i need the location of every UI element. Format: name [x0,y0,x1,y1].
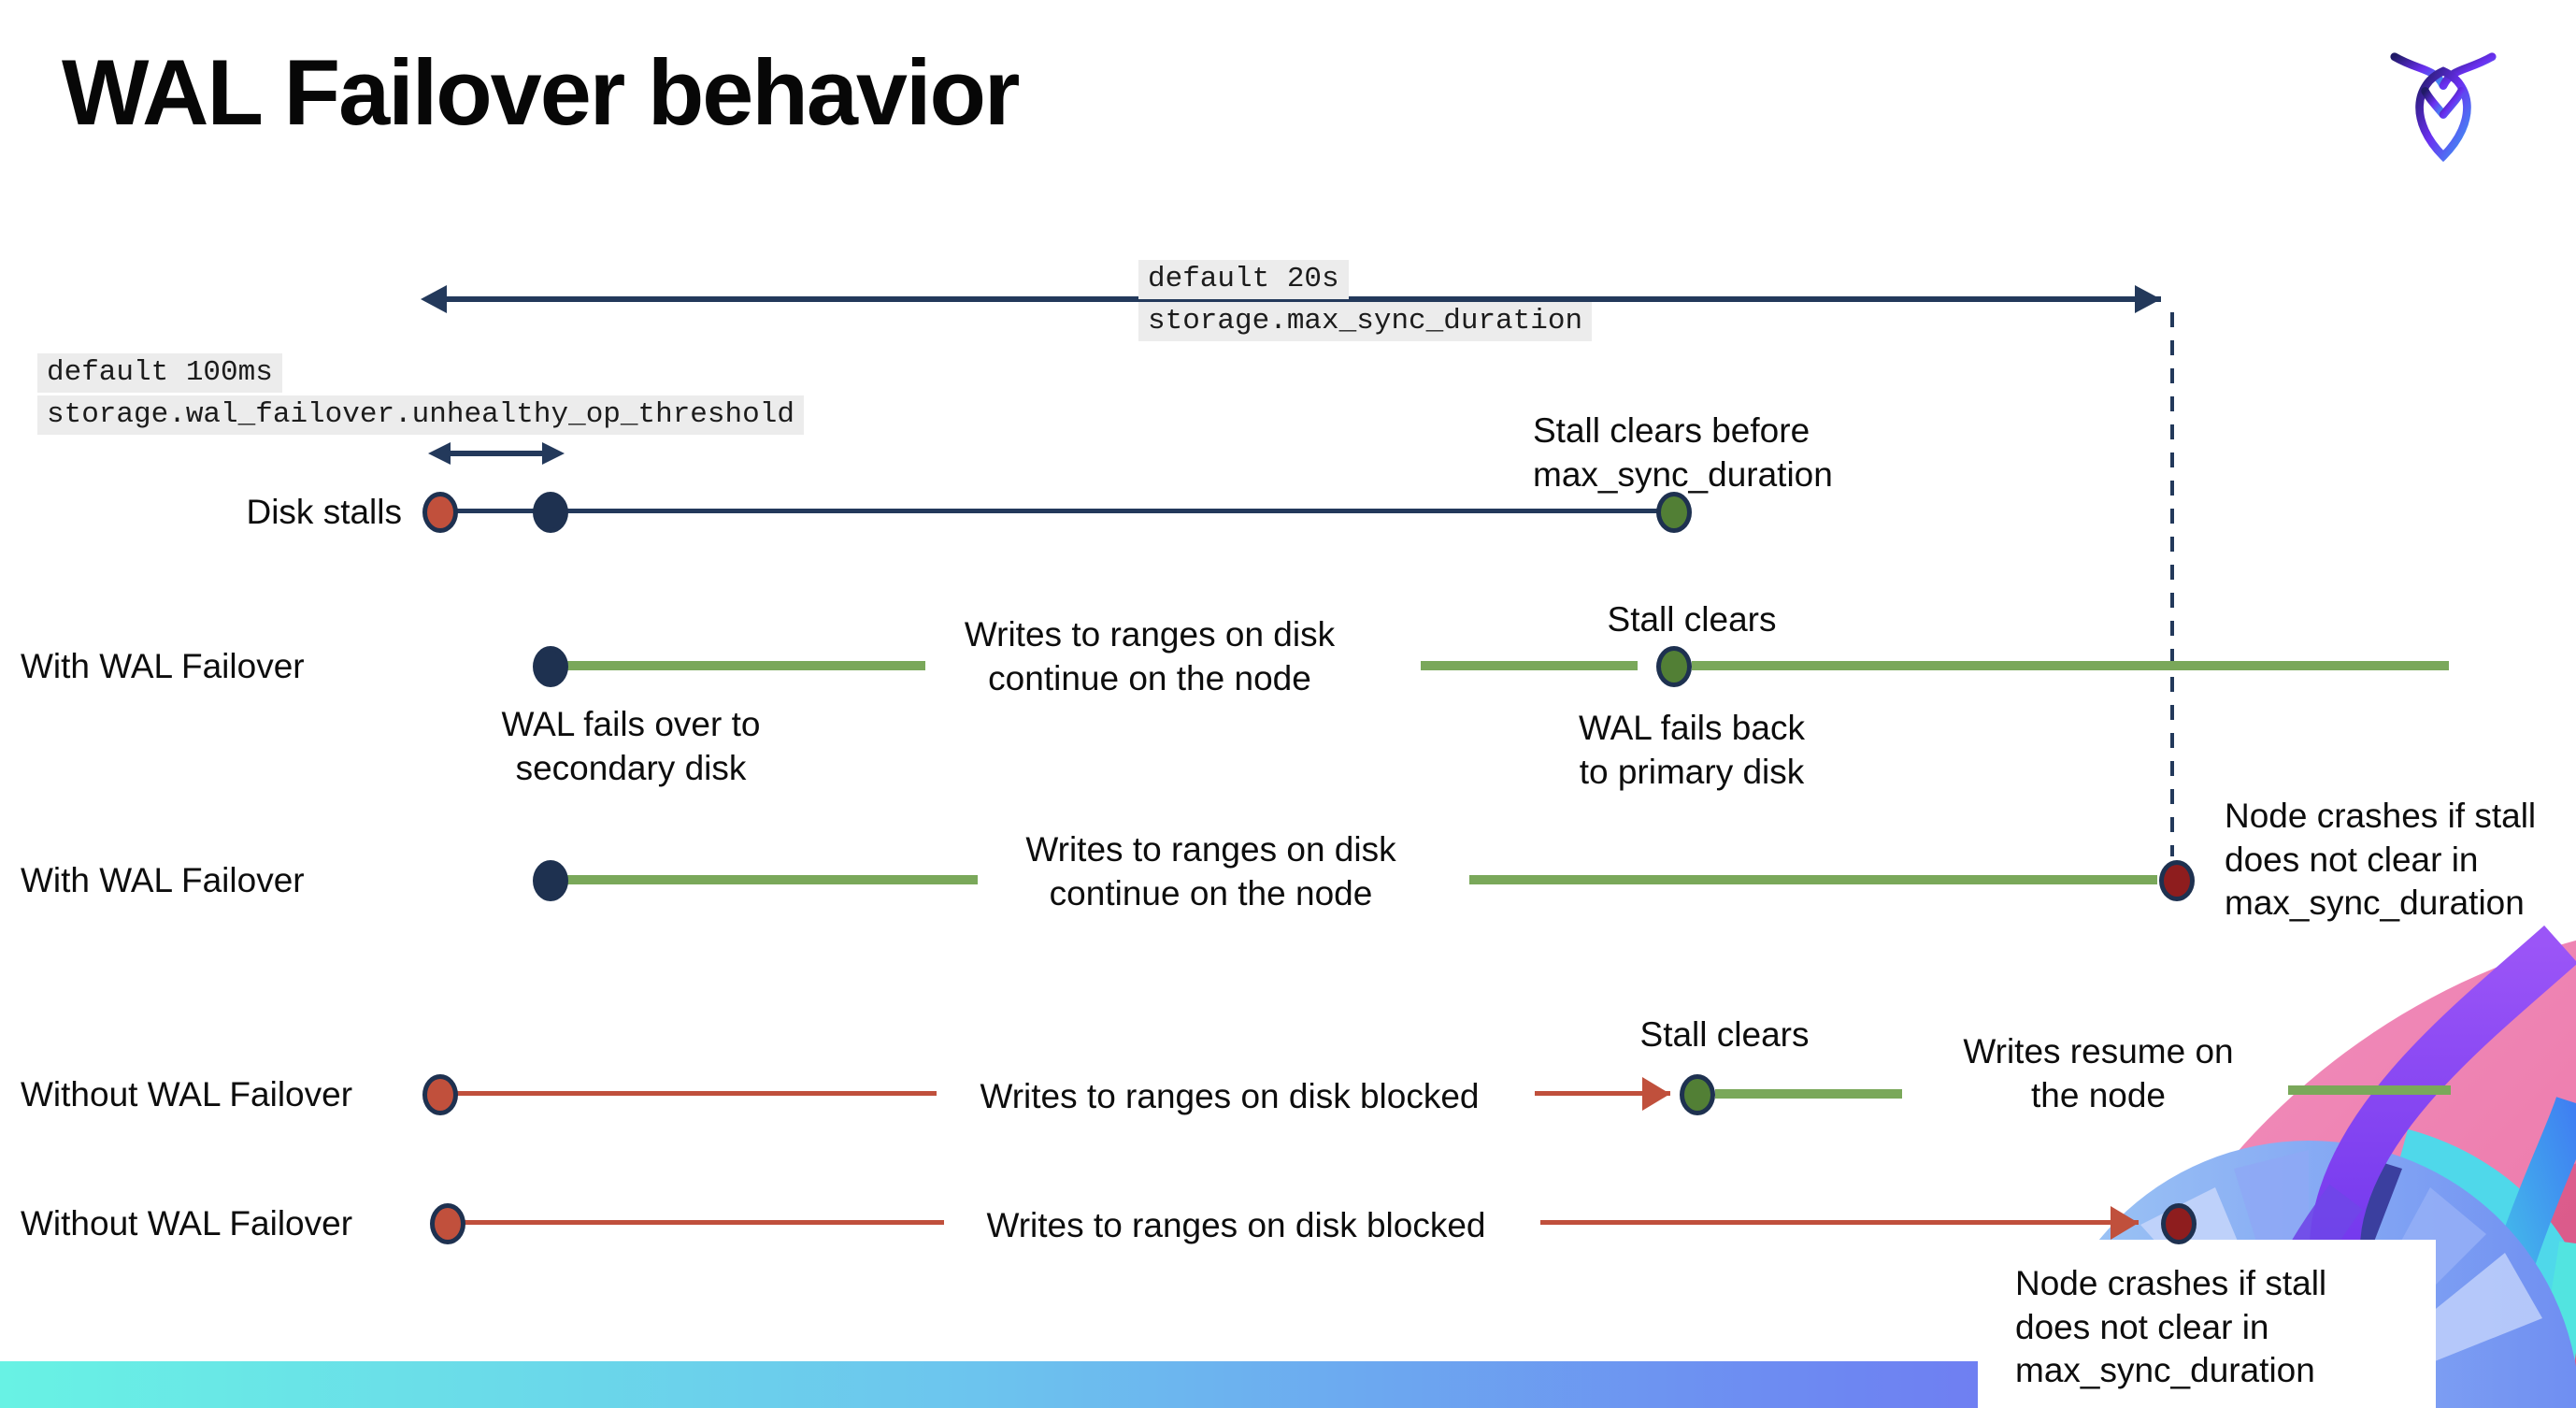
threshold-setting-label: storage.wal_failover.unhealthy_op_thresh… [37,395,804,436]
threshold-default-label: default 100ms [37,353,282,394]
writes-blocked-segment-1b [1535,1091,1670,1096]
disk-stall-dot-nowal-2 [430,1203,465,1244]
disk-stalls-timeline [565,509,1673,513]
writes-resume-segment-a [1715,1089,1902,1099]
stall-clears-before-note: Stall clears before max_sync_duration [1533,411,1833,494]
row-label-with-wal-failover-1: With WAL Failover [21,647,305,685]
stall-clears-dot-nowal [1680,1074,1715,1115]
threshold-arrow-shaft [449,451,542,456]
writes-continue-note-2: Writes to ranges on disk continue on the… [1025,830,1396,912]
writes-blocked-segment-2a [463,1220,944,1225]
max-sync-arrowhead-right [2135,285,2161,313]
stall-clears-label-1: Stall clears [1607,600,1777,639]
max-sync-default-label: default 20s [1138,260,1349,300]
writes-continue-segment-1a [566,661,925,670]
max-sync-deadline-dashed-line [2170,312,2174,856]
disk-stalls-threshold-segment [455,509,534,513]
disk-stall-dot-nowal-1 [422,1074,458,1115]
writes-continue-note-1: Writes to ranges on disk continue on the… [964,615,1336,697]
wal-failover-dot-2 [533,860,568,901]
threshold-arrowhead-right [542,442,565,465]
stall-clears-dot-1 [1656,646,1692,687]
node-crash-note-wal: Node crashes if stall does not clear in … [2225,797,2537,923]
row-label-without-wal-failover-1: Without WAL Failover [21,1075,353,1113]
cockroachdb-logo-icon [2390,52,2497,163]
writes-continue-segment-2a [566,875,978,884]
writes-continue-segment-2b [1469,875,2157,884]
max-sync-arrowhead-left [421,285,447,313]
node-crash-callout-box [1978,1240,2436,1408]
page-title: WAL Failover behavior [62,40,1020,144]
disk-stall-start-dot [422,492,458,533]
writes-blocked-segment-2b [1540,1220,2139,1225]
writes-resume-note: Writes resume on the node [1963,1032,2234,1114]
wal-fails-back-note: WAL fails back to primary disk [1579,709,1805,791]
threshold-reached-dot [533,492,568,533]
node-crash-dot-nowal [2161,1203,2197,1244]
stall-clears-early-dot [1656,492,1692,533]
writes-blocked-segment-1a [455,1091,937,1096]
threshold-arrowhead-left [428,442,451,465]
max-sync-setting-label: storage.max_sync_duration [1138,302,1593,342]
writes-blocked-note-1: Writes to ranges on disk blocked [980,1077,1480,1115]
writes-blocked-note-2: Writes to ranges on disk blocked [986,1206,1486,1244]
row-label-without-wal-failover-2: Without WAL Failover [21,1204,353,1243]
writes-resume-segment-b [2288,1085,2451,1095]
row-label-disk-stalls: Disk stalls [246,493,402,531]
stall-clears-label-nowal: Stall clears [1639,1015,1810,1054]
writes-continue-segment-1c [1692,661,2449,670]
writes-blocked-arrowhead-1 [1642,1077,1670,1111]
node-crash-dot-wal [2159,860,2195,901]
row-label-with-wal-failover-2: With WAL Failover [21,861,305,899]
wal-failover-dot-1 [533,646,568,687]
node-crash-note-nowal: Node crashes if stall does not clear in … [2015,1264,2327,1390]
writes-continue-segment-1b [1421,661,1638,670]
wal-fails-over-note: WAL fails over to secondary disk [501,705,761,787]
writes-blocked-arrowhead-2 [2111,1206,2139,1240]
